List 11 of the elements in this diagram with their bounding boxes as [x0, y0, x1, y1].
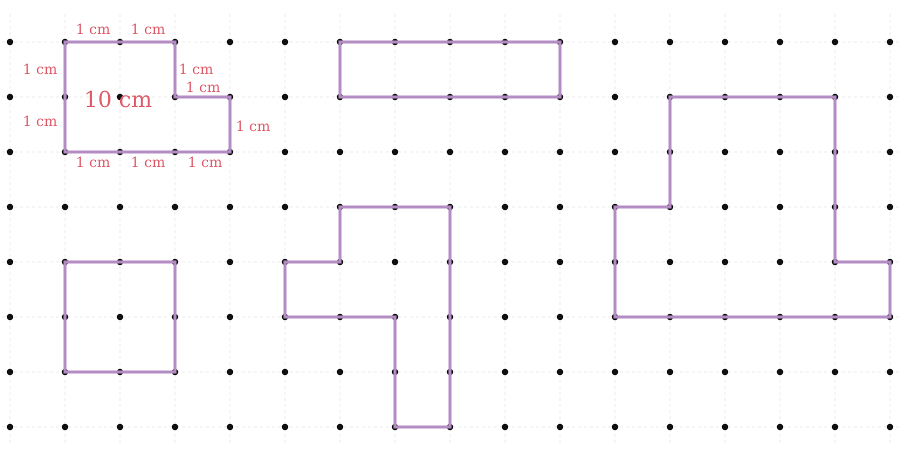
side-length-label: 1 cm: [186, 81, 220, 95]
side-length-label: 1 cm: [76, 156, 110, 170]
side-length-label: 1 cm: [188, 156, 222, 170]
side-length-label: 1 cm: [22, 63, 58, 77]
side-length-label: 1 cm: [76, 23, 110, 37]
side-length-label: 1 cm: [178, 63, 214, 77]
side-length-label: 1 cm: [130, 156, 166, 170]
side-length-label: 1 cm: [236, 120, 270, 134]
perimeter-label: 10 cm: [84, 90, 152, 112]
side-length-label: 1 cm: [22, 115, 58, 129]
side-length-label: 1 cm: [130, 23, 166, 37]
